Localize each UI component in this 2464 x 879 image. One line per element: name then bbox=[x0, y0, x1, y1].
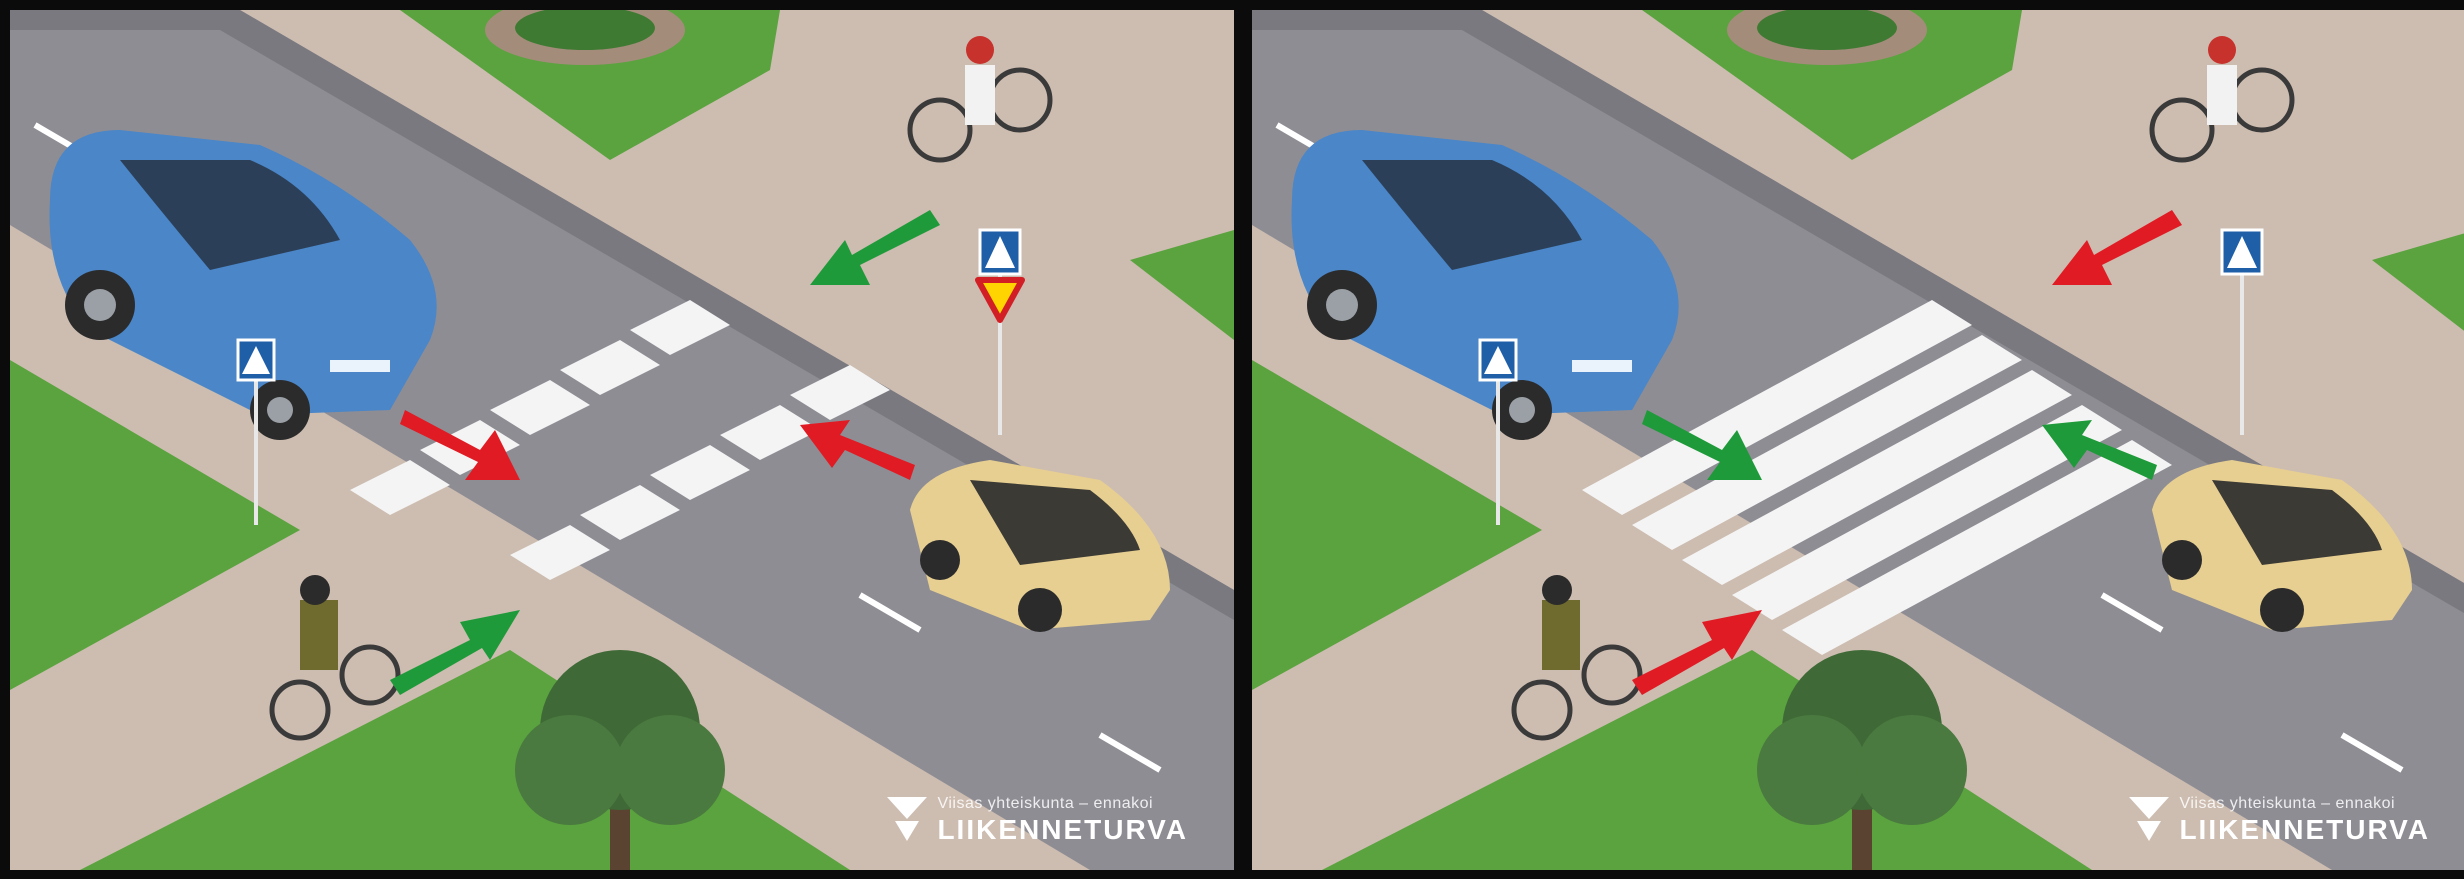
scene-left bbox=[10, 10, 1234, 870]
logo-tagline: Viisas yhteiskunta – ennakoi bbox=[937, 796, 1188, 812]
scene-right bbox=[1252, 10, 2464, 870]
liikenneturva-logo-icon bbox=[2129, 797, 2169, 843]
logo-name: LIIKENNETURVA bbox=[2179, 816, 2430, 844]
illustration-panel-right: Viisas yhteiskunta – ennakoi LIIKENNETUR… bbox=[1252, 10, 2464, 870]
liikenneturva-logo-icon bbox=[887, 797, 927, 843]
illustration-panel-left: Viisas yhteiskunta – ennakoi LIIKENNETUR… bbox=[10, 10, 1234, 870]
liikenneturva-logo-right: Viisas yhteiskunta – ennakoi LIIKENNETUR… bbox=[2129, 796, 2430, 844]
logo-name: LIIKENNETURVA bbox=[937, 816, 1188, 844]
liikenneturva-logo-left: Viisas yhteiskunta – ennakoi LIIKENNETUR… bbox=[887, 796, 1188, 844]
logo-tagline: Viisas yhteiskunta – ennakoi bbox=[2179, 796, 2430, 812]
